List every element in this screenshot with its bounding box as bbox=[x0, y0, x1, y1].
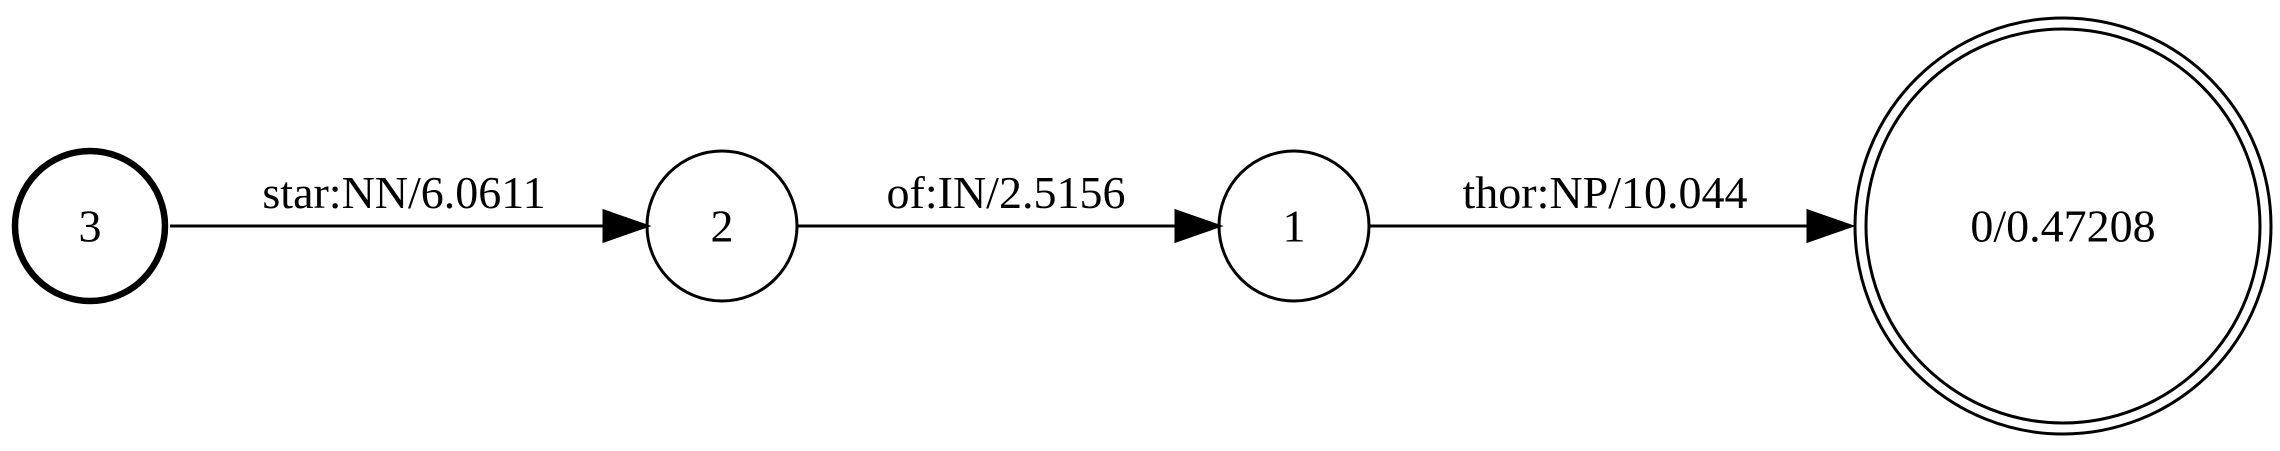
arrowhead-2-to-1 bbox=[1174, 208, 1224, 244]
arrowhead-1-to-0 bbox=[1806, 208, 1856, 244]
state-2-label: 2 bbox=[711, 201, 734, 252]
state-0-inner-circle bbox=[1864, 27, 2262, 425]
edge-2-to-1: of:IN/2.5156 bbox=[797, 167, 1224, 244]
state-1: 1 bbox=[1217, 149, 1371, 303]
state-3-circle bbox=[11, 147, 169, 305]
state-1-label: 1 bbox=[1283, 201, 1306, 252]
state-0-label: 0/0.47208 bbox=[1970, 201, 2155, 252]
state-3: 3 bbox=[11, 147, 169, 305]
state-0: 0/0.47208 bbox=[1853, 16, 2273, 436]
state-0-outer-circle bbox=[1853, 16, 2273, 436]
edge-1-to-0: thor:NP/10.044 bbox=[1369, 167, 1856, 244]
edge-label-1-to-0: thor:NP/10.044 bbox=[1463, 167, 1748, 218]
state-3-label: 3 bbox=[79, 201, 102, 252]
state-1-circle bbox=[1217, 149, 1371, 303]
state-2: 2 bbox=[645, 149, 799, 303]
edge-label-2-to-1: of:IN/2.5156 bbox=[887, 167, 1126, 218]
state-2-circle bbox=[645, 149, 799, 303]
edge-3-to-2: star:NN/6.0611 bbox=[170, 167, 652, 244]
arrowhead-3-to-2 bbox=[602, 208, 652, 244]
edge-label-3-to-2: star:NN/6.0611 bbox=[262, 167, 545, 218]
